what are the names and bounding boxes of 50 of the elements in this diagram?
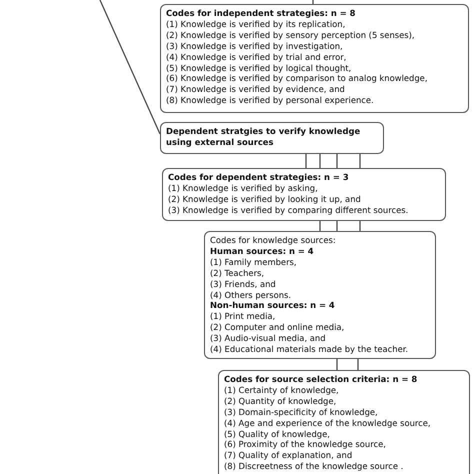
box-text: (1) Knowledge is verified by its replication, (166, 18, 346, 30)
box-text: (4) Knowledge is verified by trial and error, (166, 52, 348, 63)
box-text: (3) Friends, and (210, 278, 277, 290)
box-text: (5) Quality of knowledge, (224, 428, 331, 440)
connector-line (319, 154, 321, 168)
box-text: (7) Knowledge is verified by evidence, and (166, 84, 346, 96)
box-text: (3) Audio-visual media, and (210, 333, 327, 344)
box-text: (8) Knowledge is verified by personal experience. (166, 95, 375, 106)
box-text: Dependent stratgies to verify knowledge using external sources (166, 126, 362, 148)
box-text: (1) Print media, (210, 311, 276, 322)
connector-line (312, 0, 314, 4)
box-text: Codes for independent strategies: n = 8 (166, 8, 357, 19)
connector-line (319, 221, 321, 231)
box-text: Codes for knowledge sources: (210, 235, 337, 246)
code-box (162, 168, 446, 221)
connector-line (336, 221, 338, 231)
box-text: Codes for dependent strategies: n = 3 (168, 172, 350, 183)
box-text: (6) Knowledge is verified by comparison to analog knowledge, (166, 73, 428, 84)
connector-line (359, 221, 361, 231)
box-text: (8) Discreetness of the knowledge source . (224, 461, 404, 472)
connector-line (359, 154, 361, 168)
box-text: (2) Knowledge is verified by looking it up, and (168, 194, 362, 205)
code-box (204, 231, 436, 359)
box-text: (2) Knowledge is verified by sensory perception (5 senses), (166, 30, 416, 41)
box-text: (3) Knowledge is verified by comparing different sources. (168, 204, 410, 216)
box-text: (6) Proximity of the knowledge source, (224, 439, 387, 450)
connector-line (99, 0, 161, 134)
code-box (160, 4, 469, 113)
box-text: (4) Educational materials made by the teacher. (210, 344, 410, 355)
box-text: (2) Computer and online media, (210, 322, 346, 334)
box-text: (2) Quantity of knowledge, (224, 396, 338, 407)
box-text: (3) Domain-specificity of knowledge, (224, 406, 379, 418)
box-text: (7) Quality of explanation, and (224, 450, 354, 462)
box-text: (1) Certainty of knowledge, (224, 384, 340, 396)
box-text: (1) Family members, (210, 256, 298, 268)
box-text: (1) Knowledge is verified by asking, (168, 182, 319, 194)
connector-line (357, 359, 359, 370)
box-text: (3) Knowledge is verified by investigation, (166, 40, 344, 52)
code-box (160, 122, 384, 154)
connector-line (305, 154, 307, 168)
box-text: (4) Age and experience of the knowledge source, (224, 418, 432, 429)
connector-line (336, 359, 338, 370)
box-text: (5) Knowledge is verified by logical thought, (166, 62, 352, 74)
connector-line (336, 154, 338, 168)
box-text: Non-human sources: n = 4 (210, 300, 336, 312)
box-text: Codes for source selection criteria: n = 8 (224, 374, 418, 385)
code-box (218, 370, 470, 474)
box-text: (2) Teachers, (210, 268, 266, 279)
box-text: Human sources: n = 4 (210, 246, 315, 257)
box-text: (4) Others persons. (210, 290, 292, 300)
